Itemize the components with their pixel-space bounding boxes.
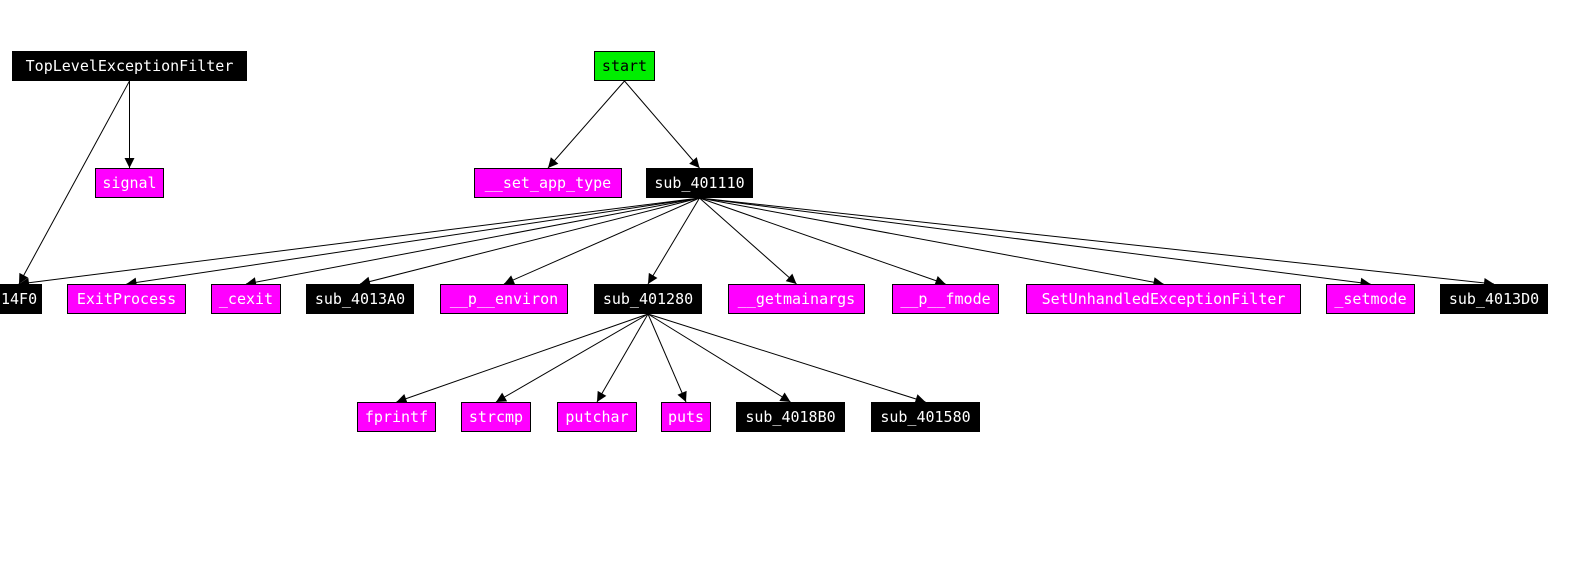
call-edge: [699, 197, 1164, 285]
node-getmainargs[interactable]: __getmainargs: [728, 284, 865, 314]
node-sub-401110[interactable]: sub_401110: [646, 168, 753, 198]
node-sub-401280[interactable]: sub_401280: [594, 284, 702, 314]
edge-arrowhead: [914, 394, 926, 404]
node-set-app-type[interactable]: __set_app_type: [474, 168, 622, 198]
call-edge: [647, 313, 926, 403]
node-p-environ[interactable]: __p__environ: [440, 284, 568, 314]
node-exitprocess[interactable]: ExitProcess: [67, 284, 186, 314]
node-sub-4014f0[interactable]: 14F0: [0, 284, 42, 314]
call-edge: [245, 197, 700, 285]
edge-arrowhead: [19, 272, 29, 284]
edge-arrowhead: [496, 392, 508, 402]
call-edge: [359, 197, 700, 285]
node-strcmp[interactable]: strcmp: [461, 402, 531, 432]
call-edge: [647, 313, 687, 403]
call-edge: [18, 80, 130, 285]
node-sub-4013d0[interactable]: sub_4013D0: [1440, 284, 1548, 314]
edge-arrowhead: [124, 158, 135, 168]
edge-arrowhead: [934, 275, 946, 286]
edge-arrowhead: [785, 273, 797, 284]
call-edge: [647, 313, 791, 403]
call-edge: [699, 197, 1495, 285]
node-cexit[interactable]: _cexit: [211, 284, 281, 314]
node-setunhandledexceptionfilter[interactable]: SetUnhandledExceptionFilter: [1026, 284, 1301, 314]
call-edge: [699, 197, 946, 285]
node-fprintf[interactable]: fprintf: [357, 402, 436, 432]
edge-arrowhead: [360, 276, 371, 287]
edge-arrowhead: [689, 157, 700, 168]
node-sub-4018b0[interactable]: sub_4018B0: [736, 402, 845, 432]
node-p-fmode[interactable]: __p__fmode: [892, 284, 999, 314]
node-putchar[interactable]: putchar: [557, 402, 637, 432]
call-edge: [503, 197, 700, 285]
call-edge: [647, 197, 700, 285]
call-edge: [396, 313, 649, 403]
call-edge: [699, 197, 1371, 285]
node-toplevelexceptionfilter[interactable]: TopLevelExceptionFilter: [12, 51, 247, 81]
edge-arrowhead: [396, 393, 408, 404]
node-signal[interactable]: signal: [95, 168, 164, 198]
call-edge: [495, 313, 649, 403]
edge-arrowhead: [504, 275, 516, 285]
node-puts[interactable]: puts: [661, 402, 711, 432]
edge-arrowhead: [677, 390, 687, 402]
edge-arrowhead: [648, 272, 658, 284]
node-sub-401580[interactable]: sub_401580: [871, 402, 980, 432]
edge-arrowhead: [548, 157, 559, 168]
node-setmode[interactable]: _setmode: [1326, 284, 1415, 314]
call-edge: [547, 80, 625, 169]
node-sub-4013a0[interactable]: sub_4013A0: [306, 284, 414, 314]
call-edge: [18, 197, 700, 285]
call-edge: [596, 313, 649, 403]
call-edge: [126, 197, 700, 285]
call-edge: [699, 197, 797, 285]
edge-arrowhead: [597, 390, 607, 402]
call-edge: [624, 80, 700, 169]
node-start[interactable]: start: [594, 51, 655, 81]
edge-arrowhead: [779, 392, 791, 402]
